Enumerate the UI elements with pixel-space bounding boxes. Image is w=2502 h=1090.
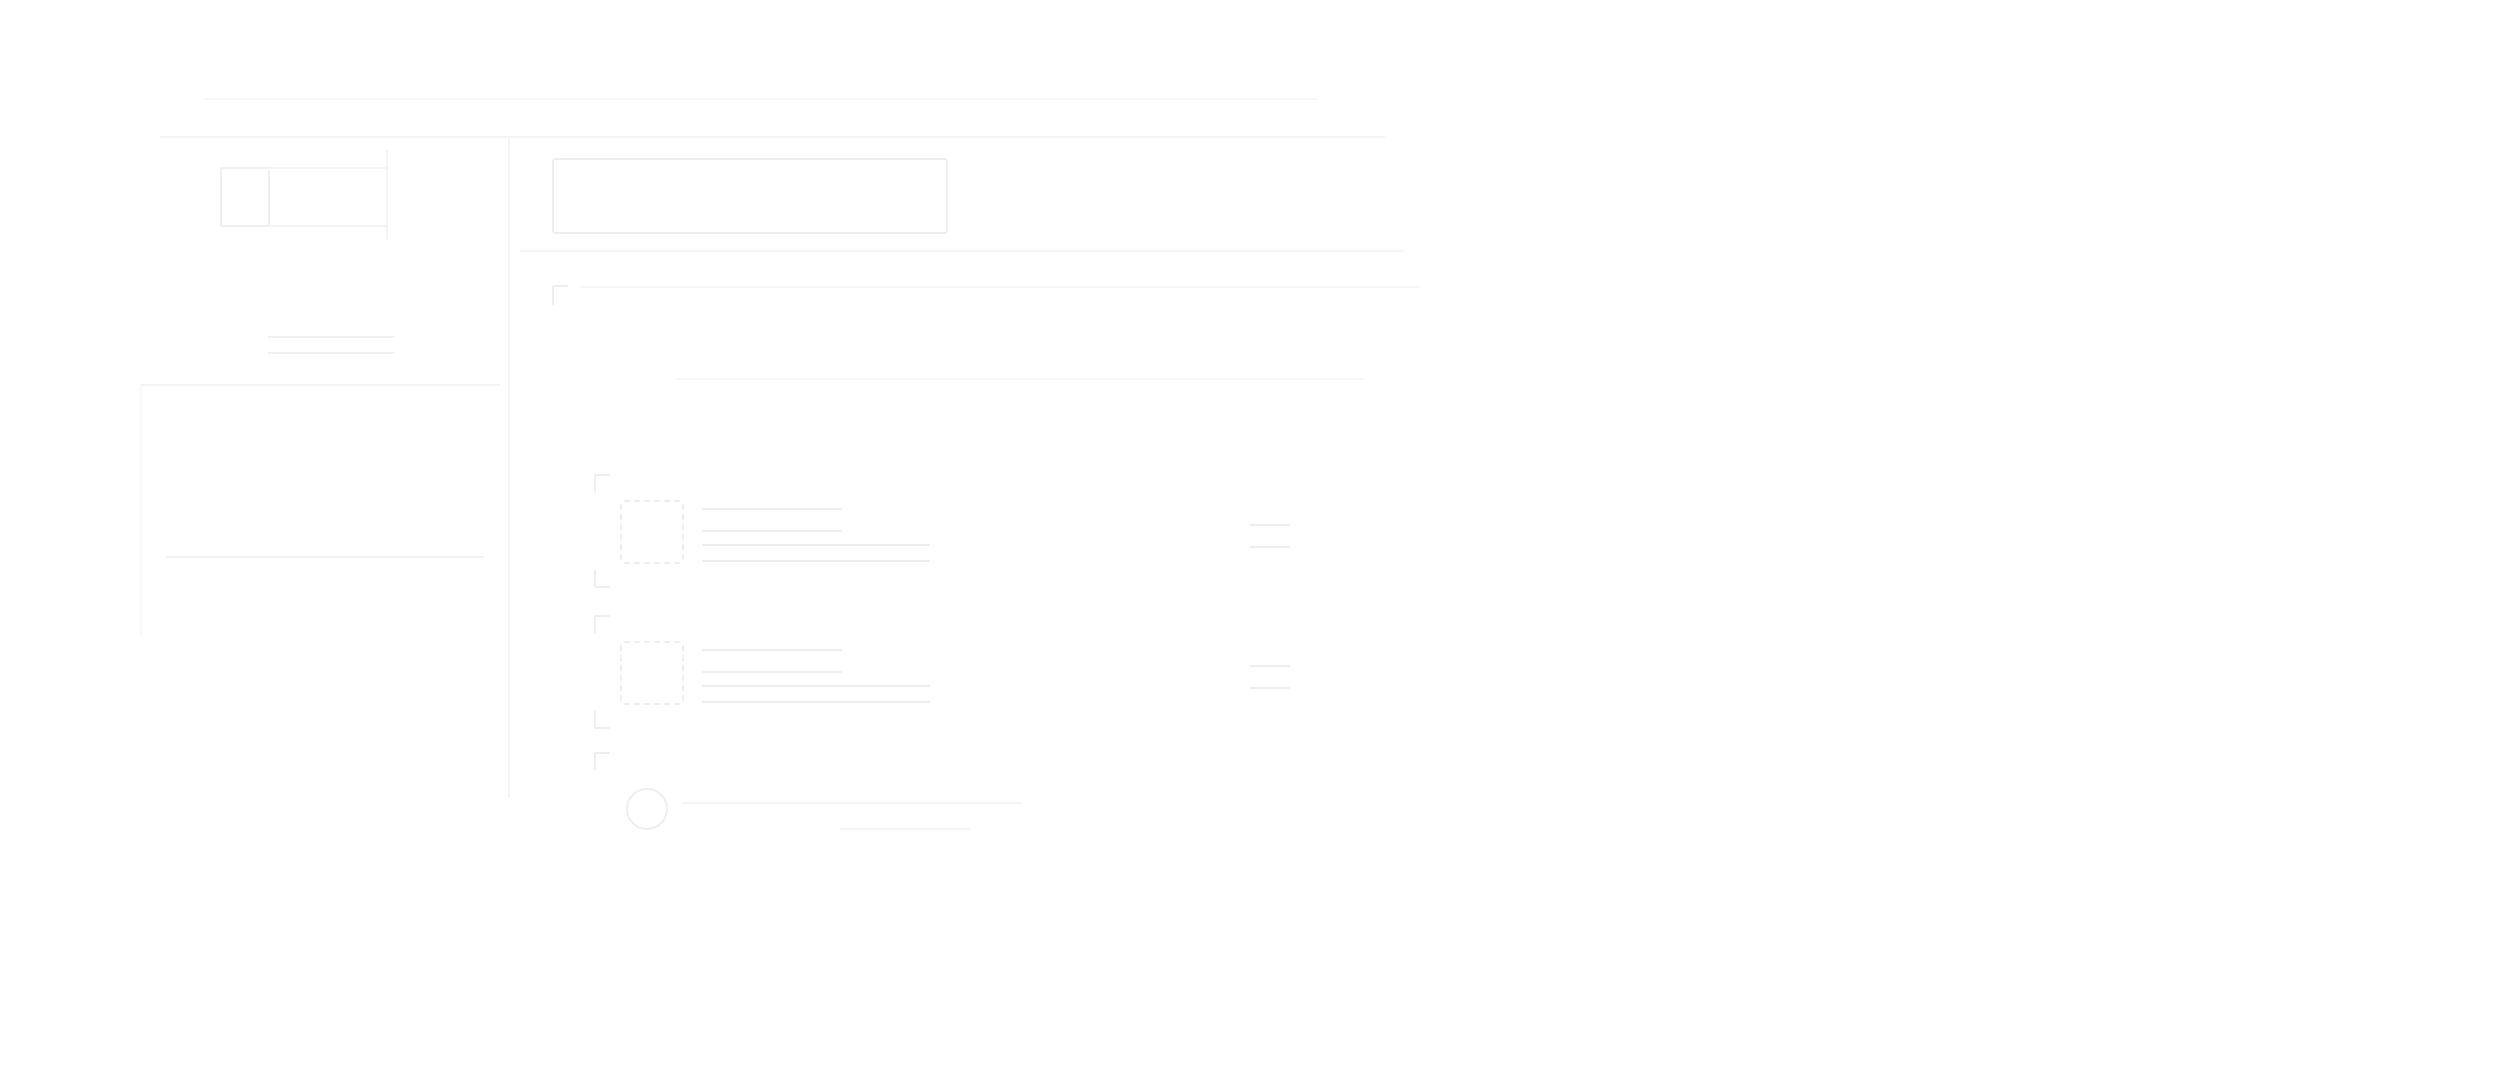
list-item-corner-top [594,474,610,492]
content-rule [676,378,1364,380]
window-frame-rule [160,136,1385,138]
item-meta-placeholder [702,530,842,532]
item-qty-placeholder [1250,546,1290,548]
item-description-placeholder [702,560,930,562]
sidebar [130,138,510,798]
item-subtitle-placeholder [840,828,970,830]
window-title-rule [204,98,1318,100]
item-price-placeholder [1250,524,1290,526]
item-name-placeholder [702,649,842,651]
item-name-placeholder [702,508,842,510]
sidebar-divider [166,556,484,558]
sidebar-user-subtitle-placeholder [268,352,394,354]
sidebar-user-name-placeholder [268,336,394,338]
list-item[interactable] [590,474,1310,594]
item-price-placeholder [1250,665,1290,667]
item-qty-placeholder [1250,687,1290,689]
search-input[interactable] [552,158,948,234]
item-meta-placeholder [702,671,842,673]
list-item-corner-top [594,615,610,633]
app-logo-wordmark [268,167,388,227]
item-thumbnail-icon [620,641,684,705]
list-item-corner-bottom [594,711,610,729]
list-item-corner-top [594,752,610,770]
list-item[interactable] [590,615,1310,735]
list-item-corner-bottom [594,570,610,588]
subheader-rule [580,286,1420,288]
item-subtitle-placeholder [702,544,930,546]
sidebar-menu-section [140,384,500,636]
list-item[interactable] [590,752,1310,842]
header-divider [520,250,1404,252]
item-thumbnail-icon [620,500,684,564]
item-description-placeholder [702,701,930,703]
item-subtitle-placeholder [702,685,930,687]
breadcrumb-icon[interactable] [552,285,568,305]
logo-icon[interactable] [220,167,270,227]
logo-divider [386,150,388,240]
item-name-placeholder [682,802,1022,804]
avatar [626,788,668,830]
